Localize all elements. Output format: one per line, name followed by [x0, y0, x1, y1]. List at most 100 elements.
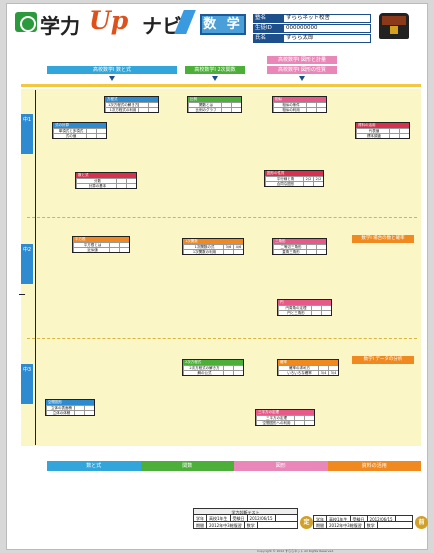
grade-label: 中3 [21, 364, 33, 404]
block-row-label: 1次関数の利用 [183, 250, 223, 254]
block-row-label: 直角三角形 [273, 250, 306, 254]
score-a [223, 371, 233, 375]
info-value: 000000000 [283, 24, 371, 33]
score-b [148, 103, 158, 107]
block-row-label: 標本調査 [356, 134, 389, 138]
block-row-label: 相似の利用 [273, 108, 306, 112]
legend-item: 図形 [234, 461, 328, 471]
topic-block: 相似 相似の条件 相似の利用 [272, 96, 327, 113]
block-row-label: いろいろな確率 [278, 371, 318, 375]
score-b [233, 250, 243, 254]
block-row-label: 二等辺三角形 [273, 245, 306, 249]
score-a: 3/4 [318, 371, 328, 375]
down-arrow-icon [212, 76, 218, 81]
score-b [313, 182, 323, 186]
grade-label: 中1 [21, 114, 33, 154]
score-b [231, 108, 241, 112]
block-row-label: 1次方程式の解き方 [105, 103, 138, 107]
block-row-label: 合同な図形 [265, 182, 303, 186]
score-a [109, 243, 119, 247]
score-a [116, 184, 126, 188]
form-value: 数学 [365, 522, 378, 528]
topic-block: 確率 確率の求め方 いろいろな確率3/43/4 [277, 359, 339, 376]
score-a [138, 103, 148, 107]
block-row-label: 円と三角形 [278, 311, 311, 315]
score-a [138, 108, 148, 112]
score-a [306, 103, 316, 107]
form-value: 2012年中3総復習 [327, 522, 365, 528]
score-a [311, 311, 321, 315]
info-value: すらら太郎 [283, 34, 371, 43]
block-row-label: 空間図形への利用 [256, 421, 294, 425]
copyright: Copyright © 2012 すららネット All Rights Reser… [257, 549, 427, 553]
column-header: 高校数学Ⅰ 図形の性質 [267, 66, 337, 74]
block-row-label: 近似値 [73, 248, 109, 252]
score-a [303, 182, 313, 186]
timeline-line [35, 90, 36, 445]
score-a [311, 306, 321, 310]
score-b [316, 108, 326, 112]
column-header: 高校数学Ⅰ 数と式 [47, 66, 177, 74]
topic-block: 図形の性質 平行線と角2/22/2 合同な図形 [264, 170, 324, 187]
score-a [109, 248, 119, 252]
form-value: 2012/06/15 [248, 515, 276, 521]
score-b: 4/6 [233, 245, 243, 249]
block-row-label: 代表値 [356, 129, 389, 133]
block-row-label: 計算の基本 [76, 184, 116, 188]
block-row-label: 三平方の定理 [256, 416, 294, 420]
score-a [294, 421, 304, 425]
subject-badge: 数 学 [200, 14, 246, 35]
score-b [328, 366, 338, 370]
legend-item: 数と式 [47, 461, 141, 471]
score-b [304, 416, 314, 420]
score-a [74, 411, 84, 415]
topic-block: 2次方程式 2次方程式の解き方 解の公式 [182, 359, 244, 376]
title-part2: Up [89, 6, 128, 35]
block-row-label: 平方根とは [73, 243, 109, 247]
block-row-label: 分数 [76, 179, 116, 183]
score-b [316, 250, 326, 254]
form-label: 期間 [314, 522, 327, 528]
form-value: 2012年中3総復習 [207, 522, 245, 528]
block-row-label: 関数とは [188, 103, 221, 107]
score-b [126, 179, 136, 183]
topic-block: 式の計算 単項式と多項式 式の値 [52, 122, 107, 139]
treasure-chest-icon [379, 13, 409, 39]
score-b [119, 243, 129, 247]
score-b: 3/4 [328, 371, 338, 375]
score-b [316, 103, 326, 107]
block-row-label: 単項式と多項式 [53, 129, 86, 133]
stamp-icon: 前 [415, 516, 428, 529]
score-a [306, 250, 316, 254]
form-value: 数学 [245, 522, 258, 528]
form-value: 2012/06/15 [368, 516, 396, 521]
topic-block: 平方根 平方根とは 近似値 [72, 236, 130, 253]
topic-block: 空間図形 立体の表面積 立体の体積 [45, 399, 95, 416]
form-label: 学年 [314, 516, 327, 521]
topic-block: 比例 関数とは 比例のグラフ [187, 96, 242, 113]
form-title: 学力診断テスト [193, 508, 298, 515]
score-a [86, 129, 96, 133]
topic-block: 三平方の定理 三平方の定理 空間図形への利用 [255, 409, 315, 426]
score-b [321, 306, 331, 310]
column-header: 高校数学Ⅰ 2次関数 [185, 66, 245, 74]
form-label: 受験日 [351, 516, 368, 521]
score-b [96, 129, 106, 133]
topic-block: 資料の活用 代表値 標本調査 [355, 122, 410, 139]
topic-block: 円 円周角の定理 円と三角形 [277, 299, 332, 316]
info-value: すららネット校舎 [283, 14, 371, 23]
score-b [84, 411, 94, 415]
score-b [316, 245, 326, 249]
score-a [221, 103, 231, 107]
down-arrow-icon [299, 76, 305, 81]
score-a [86, 134, 96, 138]
logo-icon [15, 12, 37, 32]
info-key: 氏名 [253, 34, 283, 43]
score-b: 2/2 [313, 177, 323, 181]
legend-item: 資料の活用 [328, 461, 422, 471]
score-b [233, 366, 243, 370]
score-a [116, 179, 126, 183]
grade-divider [27, 338, 417, 339]
score-b [304, 421, 314, 425]
